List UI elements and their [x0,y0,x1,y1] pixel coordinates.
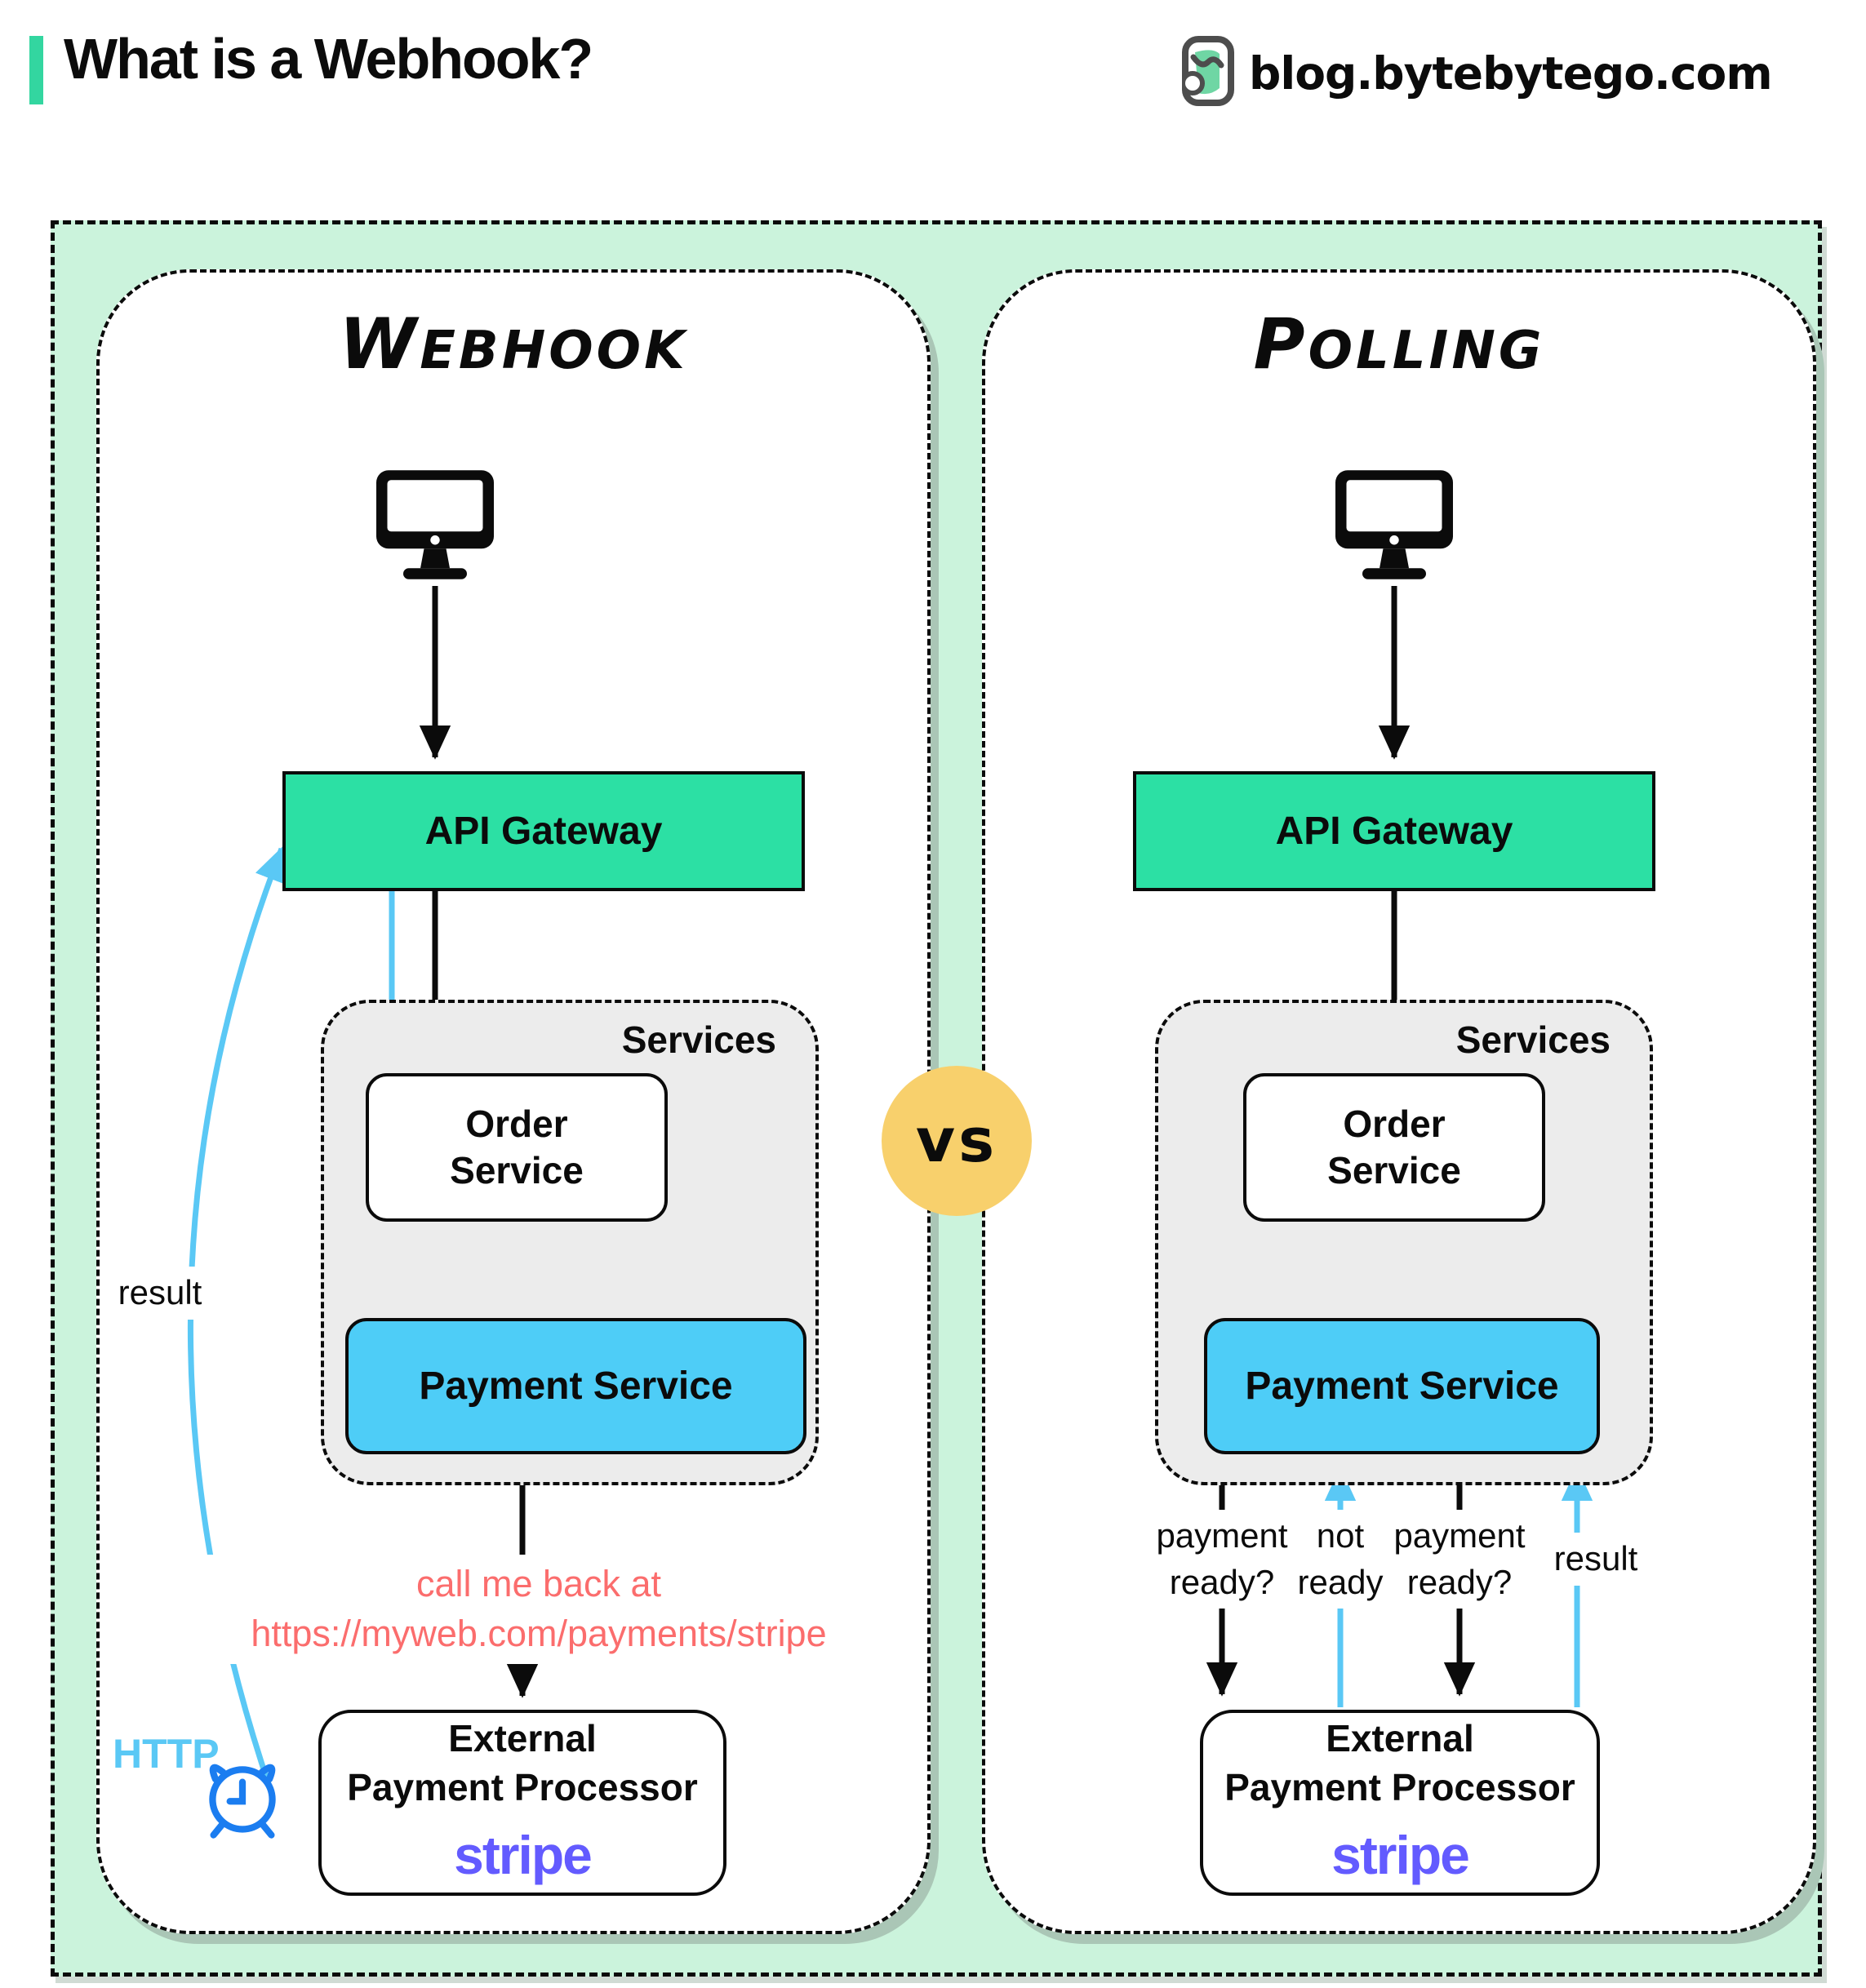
polling-stripe-logo: stripe [1331,1824,1470,1885]
polling-response2-label: result [1545,1533,1646,1586]
vs-label: vs [915,1106,998,1176]
webhook-api-gateway-label: API Gateway [424,810,663,853]
polling-computer-icon [1333,467,1455,589]
polling-payment-service-label: Payment Service [1245,1365,1559,1408]
page-title: What is a Webhook? [64,27,593,91]
webhook-result-label: result [109,1267,211,1320]
polling-api-gateway-box: API Gateway [1133,771,1655,891]
vs-badge: vs [882,1066,1032,1216]
polling-order-service-box: Order Service [1243,1073,1545,1222]
webhook-external-processor-box: External Payment Processor stripe [318,1710,726,1896]
webhook-panel-title: Webhook [339,304,688,385]
polling-external-processor-box: External Payment Processor stripe [1200,1710,1600,1896]
title-accent-bar [29,36,43,104]
polling-payment-service-box: Payment Service [1204,1318,1600,1454]
polling-api-gateway-label: API Gateway [1275,810,1513,853]
polling-external-processor-label: External Payment Processor [1224,1717,1575,1809]
webhook-external-processor-label: External Payment Processor [347,1717,698,1809]
webhook-stripe-logo: stripe [454,1824,593,1885]
webhook-payment-service-label: Payment Service [419,1365,733,1408]
webhook-order-service-label: Order Service [450,1102,584,1192]
polling-response1-label: not ready [1289,1510,1392,1609]
bytebytego-logo-icon [1180,36,1234,110]
webhook-computer-icon [374,467,496,589]
polling-panel-title: Polling [1253,304,1545,385]
webhook-callback-note: call me back at https://myweb.com/paymen… [188,1555,890,1664]
site-url: blog.bytebytego.com [1249,47,1773,100]
polling-request1-label: payment ready? [1148,1510,1296,1609]
site-badge: blog.bytebytego.com [1180,36,1773,110]
polling-order-service-label: Order Service [1327,1102,1461,1192]
webhook-order-service-box: Order Service [366,1073,668,1222]
webhook-api-gateway-box: API Gateway [282,771,805,891]
webhook-services-label: Services [621,1018,776,1061]
webhook-http-label: HTTP [113,1731,220,1777]
webhook-payment-service-box: Payment Service [345,1318,806,1454]
polling-request2-label: payment ready? [1385,1510,1534,1609]
polling-services-label: Services [1455,1018,1611,1061]
